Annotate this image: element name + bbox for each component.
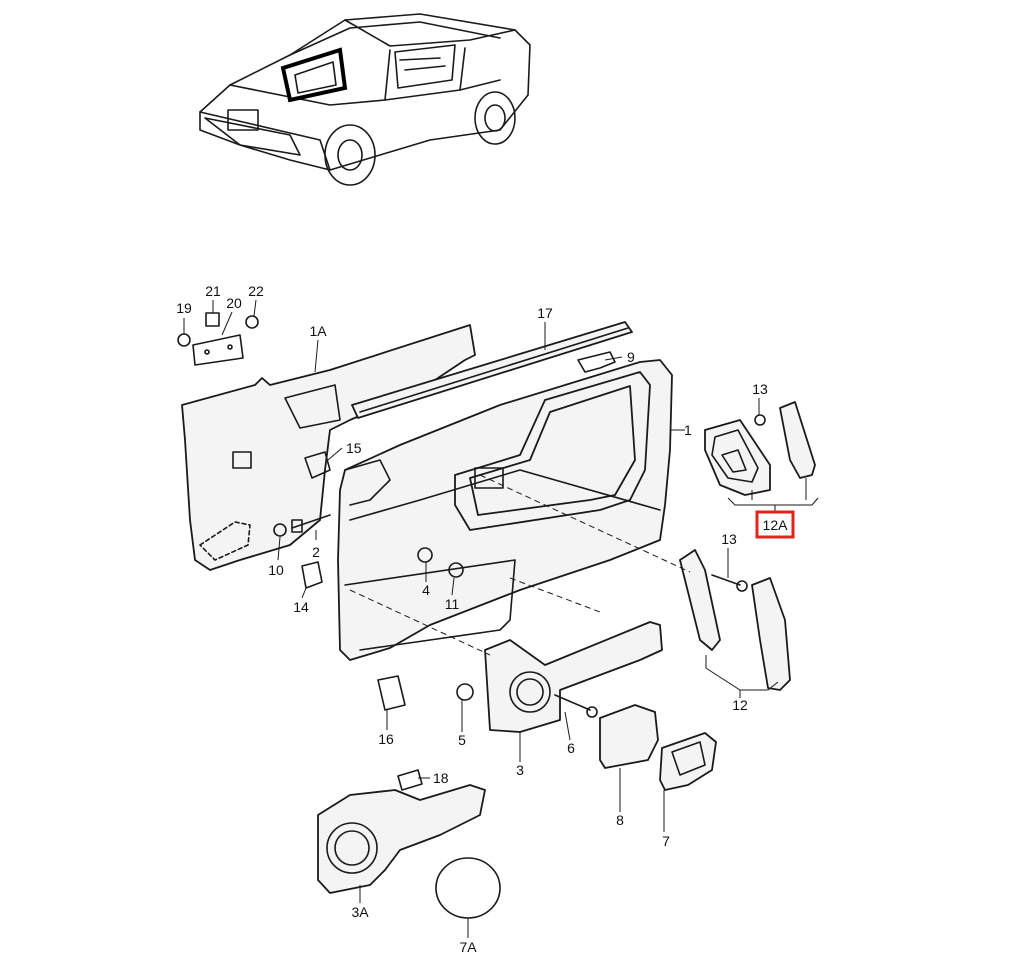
callout-1: 1 <box>684 422 692 438</box>
part-8-pocket-cover <box>599 704 659 769</box>
part-9-clip <box>577 351 616 373</box>
callout-8: 8 <box>616 812 624 828</box>
callout-4: 4 <box>422 582 430 598</box>
leader-lines <box>183 299 819 938</box>
part-3-speaker-panel <box>484 621 663 733</box>
callout-3: 3 <box>516 762 524 778</box>
callout-16: 16 <box>378 731 394 747</box>
part-12A-handle-set <box>704 401 816 496</box>
callout-labels: 19 21 20 22 1A 17 9 1 15 2 10 4 11 14 16… <box>176 283 788 955</box>
callout-2: 2 <box>312 544 320 560</box>
callout-1A: 1A <box>309 323 327 339</box>
callout-7: 7 <box>662 833 670 849</box>
callout-6: 6 <box>567 740 575 756</box>
callout-10: 10 <box>268 562 284 578</box>
callout-13-lower: 13 <box>721 531 737 547</box>
part-3A-speaker-panel <box>317 769 486 894</box>
callout-20: 20 <box>226 295 242 311</box>
callout-19: 19 <box>176 300 192 316</box>
fasteners <box>177 312 766 718</box>
callout-17: 17 <box>537 305 553 321</box>
callout-12: 12 <box>732 697 748 713</box>
part-7A-speaker-grille <box>435 857 501 919</box>
callout-7A: 7A <box>459 939 477 955</box>
part-7-handle-bezel <box>659 732 717 791</box>
callout-21: 21 <box>205 283 221 299</box>
callout-12A: 12A <box>763 517 789 533</box>
highlight-box-12A <box>755 510 795 539</box>
callout-5: 5 <box>458 732 466 748</box>
part-12-grip-set <box>679 549 791 691</box>
callout-9: 9 <box>627 349 635 365</box>
callout-11: 11 <box>445 596 460 612</box>
part-17-window-strip <box>351 321 633 419</box>
callout-22: 22 <box>248 283 264 299</box>
callout-15: 15 <box>346 440 362 456</box>
callout-13-upper: 13 <box>752 381 768 397</box>
car-overview-illustration <box>199 13 531 186</box>
callout-3A: 3A <box>351 904 369 920</box>
callout-14: 14 <box>293 599 309 615</box>
part-1-door-trim-panel <box>337 359 673 661</box>
part-1A-inner-panel <box>181 324 476 571</box>
callout-18: 18 <box>433 770 449 786</box>
